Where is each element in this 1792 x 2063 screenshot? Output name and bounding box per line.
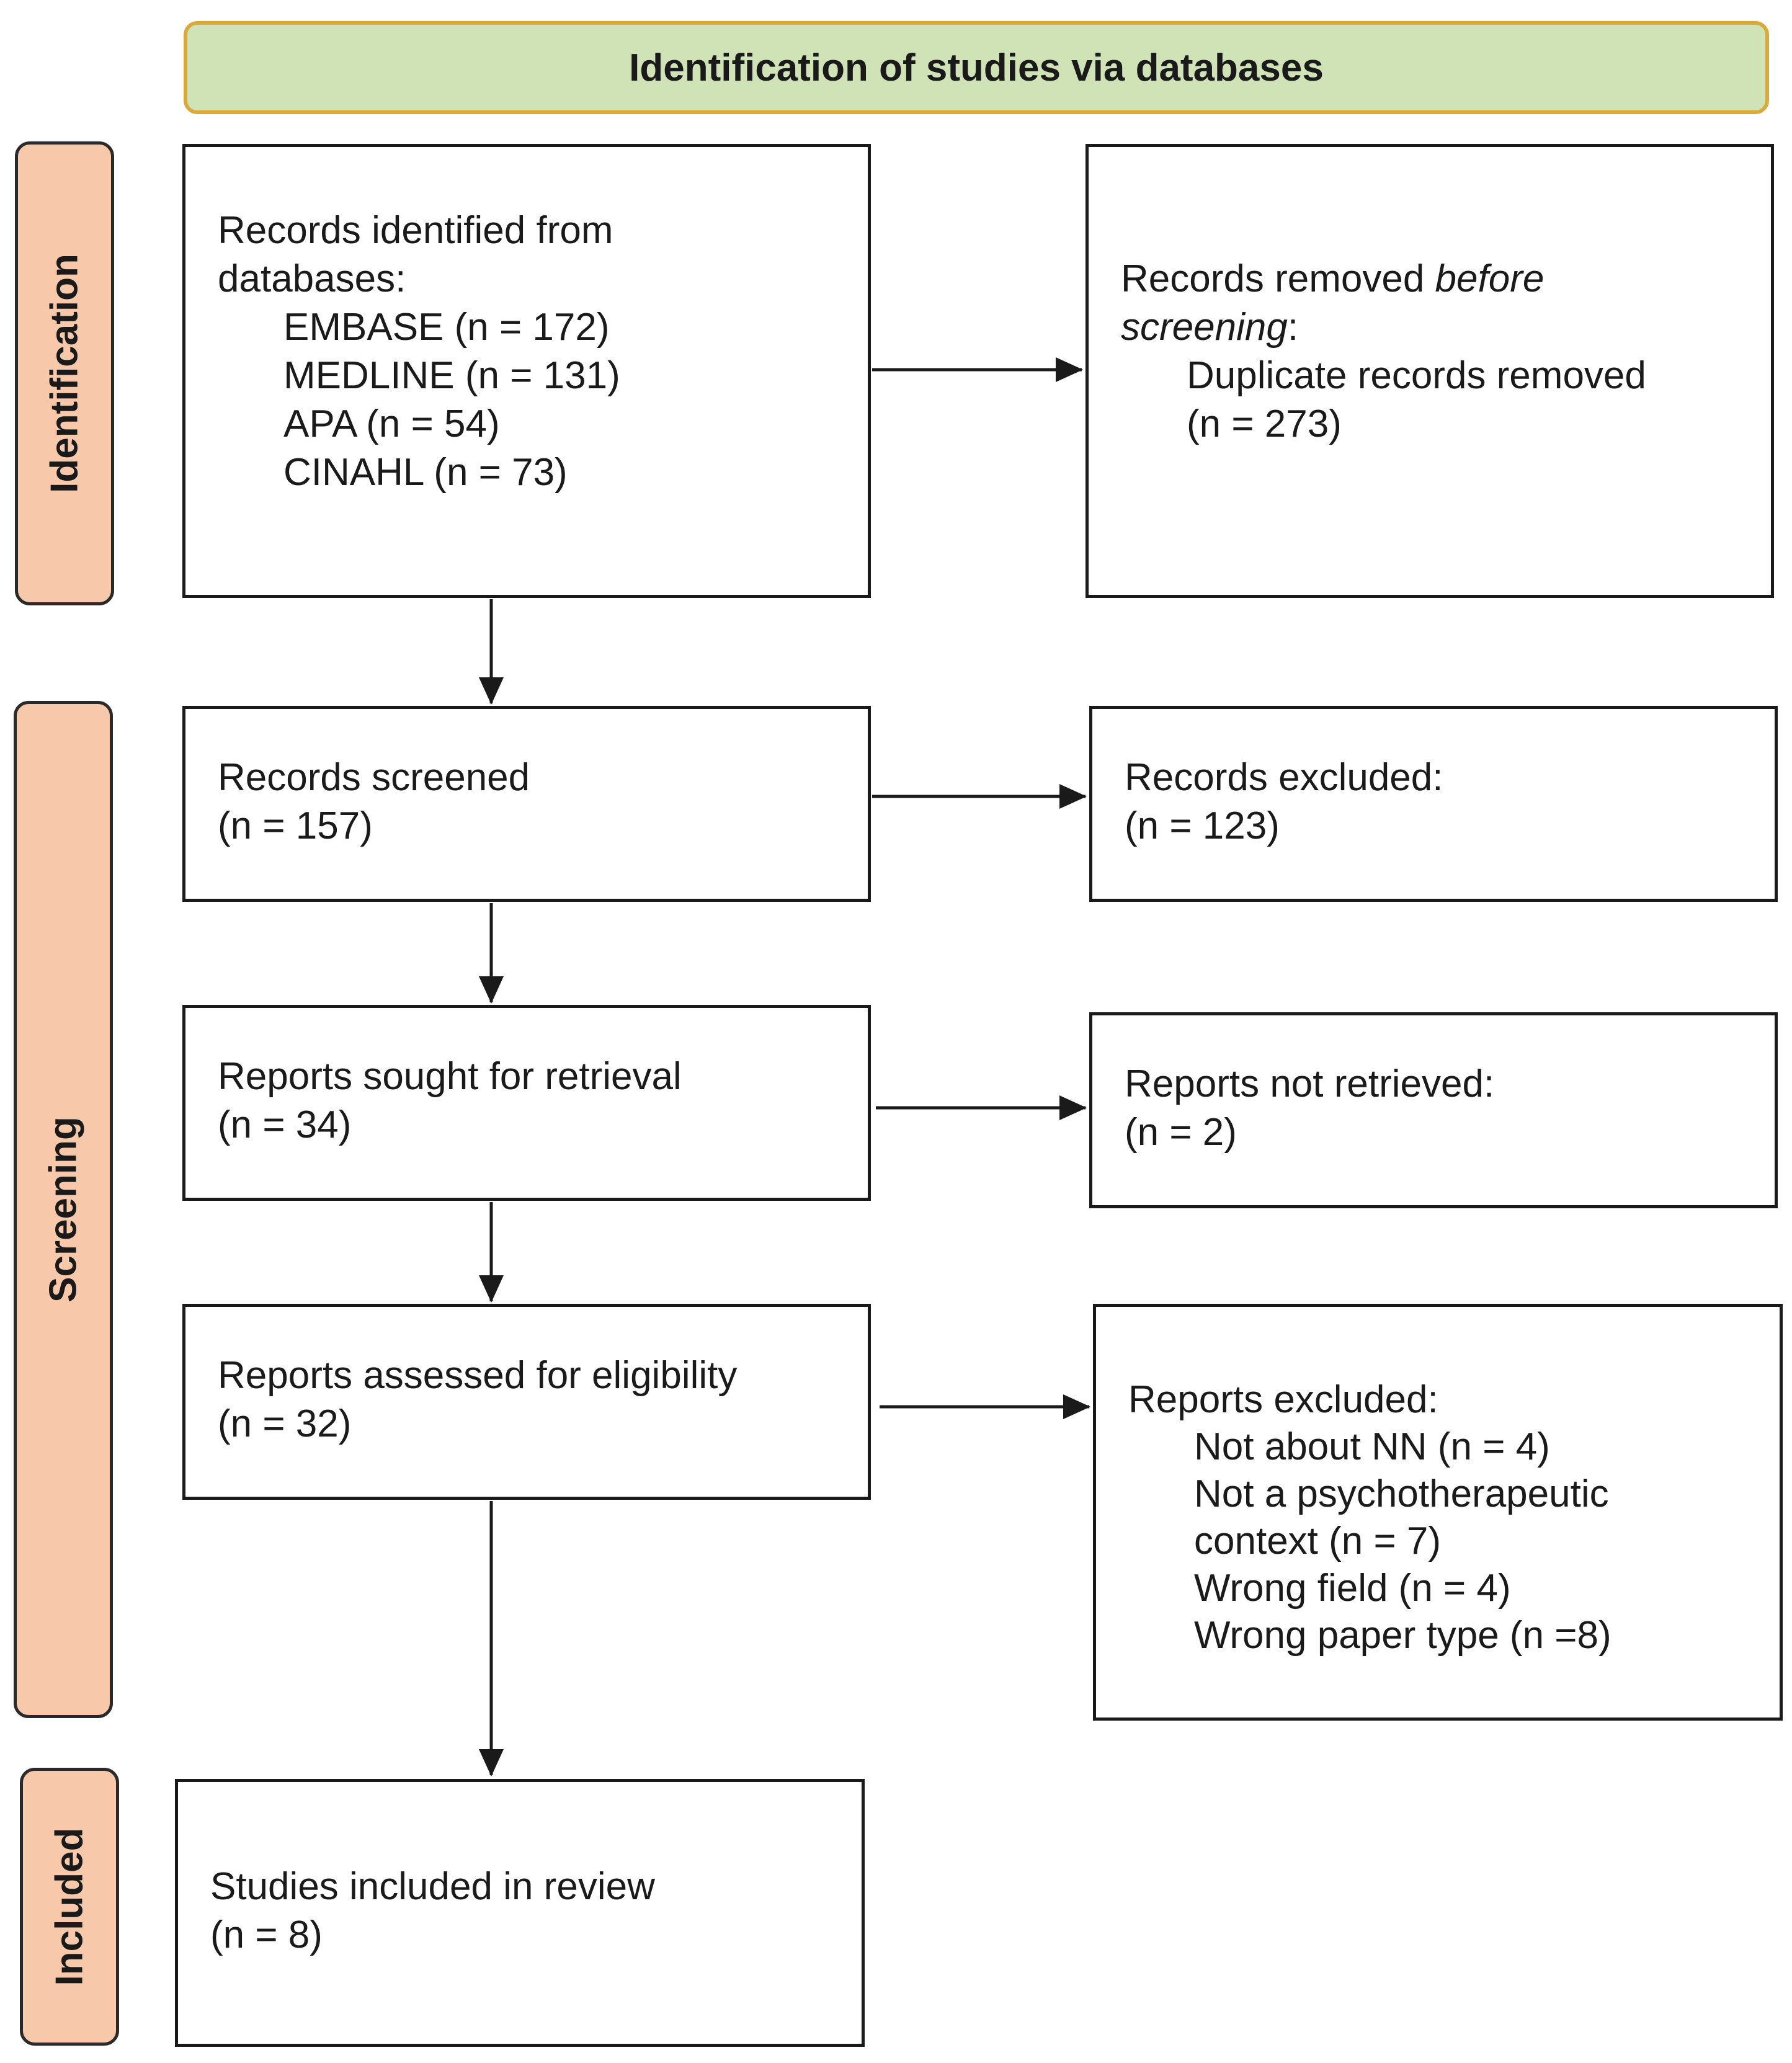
source-embase: EMBASE (n = 172) [283,306,610,349]
reports-sought-count: (n = 34) [218,1103,352,1146]
reports-sought-box: Reports sought for retrieval (n = 34) [182,1005,871,1201]
records-identified-box: Records identified from databases: EMBAS… [182,144,871,598]
records-excluded-count: (n = 123) [1125,804,1280,847]
duplicate-records-label: Duplicate records removed [1187,354,1646,397]
records-identified-line2: databases: [218,257,406,300]
records-excluded-label: Records excluded: [1125,756,1443,799]
duplicate-records-count: (n = 273) [1187,403,1342,445]
source-cinahl: CINAHL (n = 73) [283,451,568,494]
source-apa: APA (n = 54) [283,403,500,445]
reason-wrong-paper-type: Wrong paper type (n =8) [1194,1614,1611,1657]
records-removed-screening: screening [1121,306,1288,349]
studies-included-count: (n = 8) [210,1914,323,1956]
reason-context: context (n = 7) [1194,1520,1442,1562]
header-title: Identification of studies via databases [184,21,1769,114]
reports-excluded-box: Reports excluded: Not about NN (n = 4) N… [1093,1304,1783,1721]
studies-included-box: Studies included in review (n = 8) [175,1779,865,2047]
records-removed-before: before [1435,257,1545,300]
reason-not-about-nn: Not about NN (n = 4) [1194,1425,1550,1468]
reports-assessed-label: Reports assessed for eligibility [218,1354,738,1397]
records-removed-line2: screening: [1121,303,1746,352]
records-removed-prefix: Records removed [1121,257,1435,300]
records-screened-label: Records screened [218,756,530,799]
reports-not-retrieved-box: Reports not retrieved: (n = 2) [1089,1012,1778,1208]
reports-assessed-count: (n = 32) [218,1402,352,1445]
phase-screening-label: Screening [42,1116,85,1303]
phase-included: Included [20,1768,119,2046]
phase-identification-label: Identification [43,254,86,493]
records-removed-box: Records removed before screening: Duplic… [1085,144,1774,598]
reports-assessed-box: Reports assessed for eligibility (n = 32… [182,1304,871,1500]
source-medline: MEDLINE (n = 131) [283,354,620,397]
phase-identification: Identification [15,141,114,605]
records-removed-colon: : [1287,306,1299,349]
records-excluded-box: Records excluded: (n = 123) [1089,706,1778,902]
reports-not-retrieved-label: Reports not retrieved: [1125,1063,1495,1105]
records-removed-line1: Records removed before [1121,255,1746,303]
reports-excluded-label: Reports excluded: [1128,1378,1438,1421]
records-screened-count: (n = 157) [218,804,373,847]
reason-not-psychotherapeutic: Not a psychotherapeutic [1194,1473,1609,1515]
reports-not-retrieved-count: (n = 2) [1125,1111,1237,1154]
records-screened-box: Records screened (n = 157) [182,706,871,902]
reason-wrong-field: Wrong field (n = 4) [1194,1567,1511,1610]
studies-included-label: Studies included in review [210,1865,655,1908]
records-identified-line1: Records identified from [218,209,613,252]
reports-sought-label: Reports sought for retrieval [218,1055,682,1098]
phase-included-label: Included [48,1827,91,1986]
phase-screening: Screening [14,701,113,1718]
